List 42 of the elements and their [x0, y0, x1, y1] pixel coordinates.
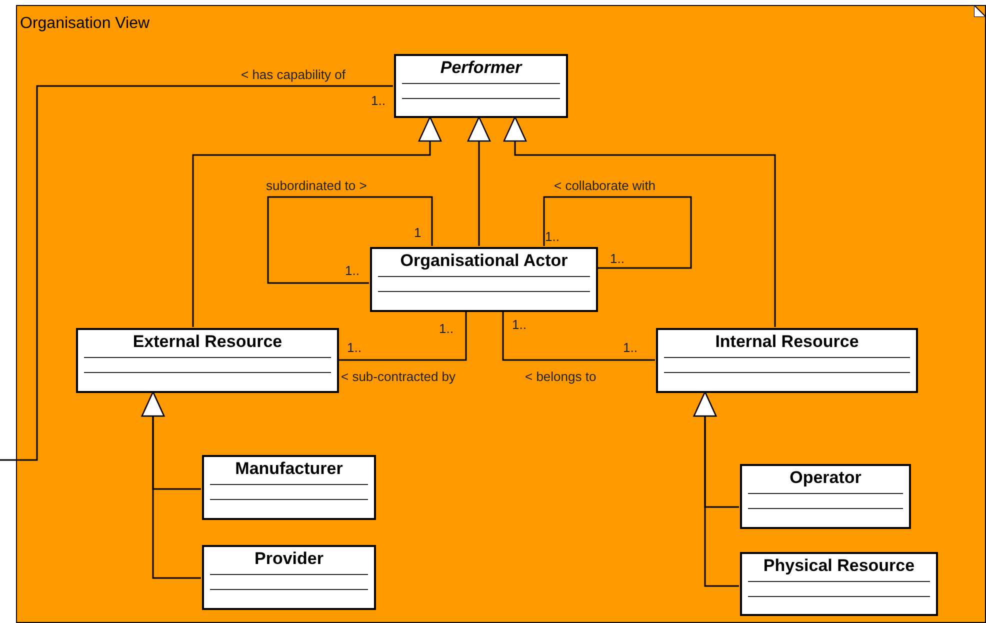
multiplicity-label: 1.. [371, 93, 386, 108]
class-name: Physical Resource [762, 556, 916, 576]
generalization-arrow [192, 116, 442, 327]
class-name: Organisational Actor [399, 251, 569, 271]
class-box [76, 328, 339, 393]
multiplicity-label: 1.. [610, 251, 624, 266]
multiplicity-label: 1.. [512, 317, 526, 332]
class-box [740, 464, 911, 529]
class-name: Manufacturer [234, 459, 344, 479]
association-line [338, 311, 467, 361]
multiplicity-label: 1 [414, 225, 422, 240]
generalization-arrow [467, 116, 491, 246]
class-name: External Resource [132, 332, 284, 352]
generalization-arrow [503, 116, 776, 327]
edge-label: subordinated to > [266, 178, 367, 193]
package-frame [16, 5, 986, 623]
multiplicity-label: 1.. [545, 229, 560, 244]
edge-label: < has capability of [241, 67, 346, 82]
class-box [202, 545, 376, 610]
multiplicity-label: 1.. [345, 263, 360, 278]
class-name: Performer [439, 58, 524, 78]
edge-label: < sub-contracted by [341, 369, 456, 384]
class-box [656, 328, 918, 393]
class-box [394, 54, 568, 118]
class-box [740, 552, 938, 616]
association-line [543, 196, 692, 269]
multiplicity-label: 1.. [347, 340, 362, 355]
multiplicity-label: 1.. [623, 340, 638, 355]
package-title: Organisation View [20, 15, 150, 33]
class-box [370, 247, 598, 312]
edge-label: < belongs to [525, 369, 596, 384]
association-line [0, 85, 393, 461]
multiplicity-label: 1.. [439, 321, 454, 336]
edge-label: < collaborate with [554, 178, 656, 193]
generalization-arrow [141, 391, 201, 579]
class-name: Operator [788, 468, 862, 488]
association-line [502, 311, 655, 361]
generalization-arrow [693, 391, 739, 587]
class-name: Provider [254, 549, 324, 569]
class-name: Internal Resource [714, 332, 860, 352]
class-box [202, 455, 376, 520]
association-line [267, 196, 433, 284]
